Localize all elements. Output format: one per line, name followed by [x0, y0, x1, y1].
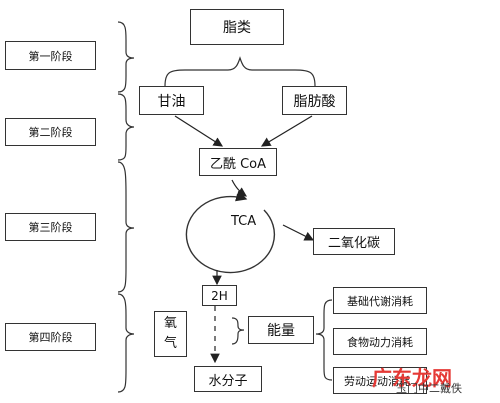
arrow-tca-to-co2	[282, 224, 315, 241]
node-glycerol: 甘油	[139, 86, 204, 115]
energy-brace	[231, 317, 245, 345]
stage-brace-1	[117, 21, 135, 93]
stage-label-2: 第二阶段	[5, 118, 96, 146]
node-2h: 2H	[202, 285, 237, 306]
stage-label-3: 第三阶段	[5, 213, 96, 241]
arrow-acetyl-to-tca	[231, 179, 247, 197]
energy-use-3: 劳动运动消耗	[333, 367, 427, 394]
node-oxygen: 氧 气	[154, 311, 187, 357]
stage-brace-2	[117, 93, 135, 161]
node-water: 水分子	[194, 366, 262, 392]
node-co2: 二氧化碳	[313, 228, 395, 255]
node-fat: 脂类	[190, 9, 284, 45]
energy-use-2: 食物动力消耗	[333, 328, 427, 355]
fat-split-brace	[164, 56, 316, 87]
stage-label-1: 第一阶段	[5, 41, 96, 70]
uses-brace	[315, 299, 333, 381]
watermark-subtext: 玉门中二戴佚	[396, 382, 462, 395]
node-acetyl-coa: 乙酰 CoA	[199, 148, 277, 176]
node-tca: TCA	[231, 214, 257, 229]
arrow-fattyacid-to-acetyl	[260, 115, 313, 147]
stage-brace-3	[117, 161, 135, 293]
stage-label-4: 第四阶段	[5, 323, 96, 351]
node-fatty-acid: 脂肪酸	[282, 86, 347, 115]
tca-cycle	[185, 190, 276, 274]
watermark-text: 广东龙网	[372, 366, 452, 390]
energy-use-1: 基础代谢消耗	[333, 287, 427, 314]
stage-brace-4	[117, 293, 135, 393]
node-energy: 能量	[248, 316, 314, 344]
arrow-glycerol-to-acetyl	[174, 115, 224, 147]
